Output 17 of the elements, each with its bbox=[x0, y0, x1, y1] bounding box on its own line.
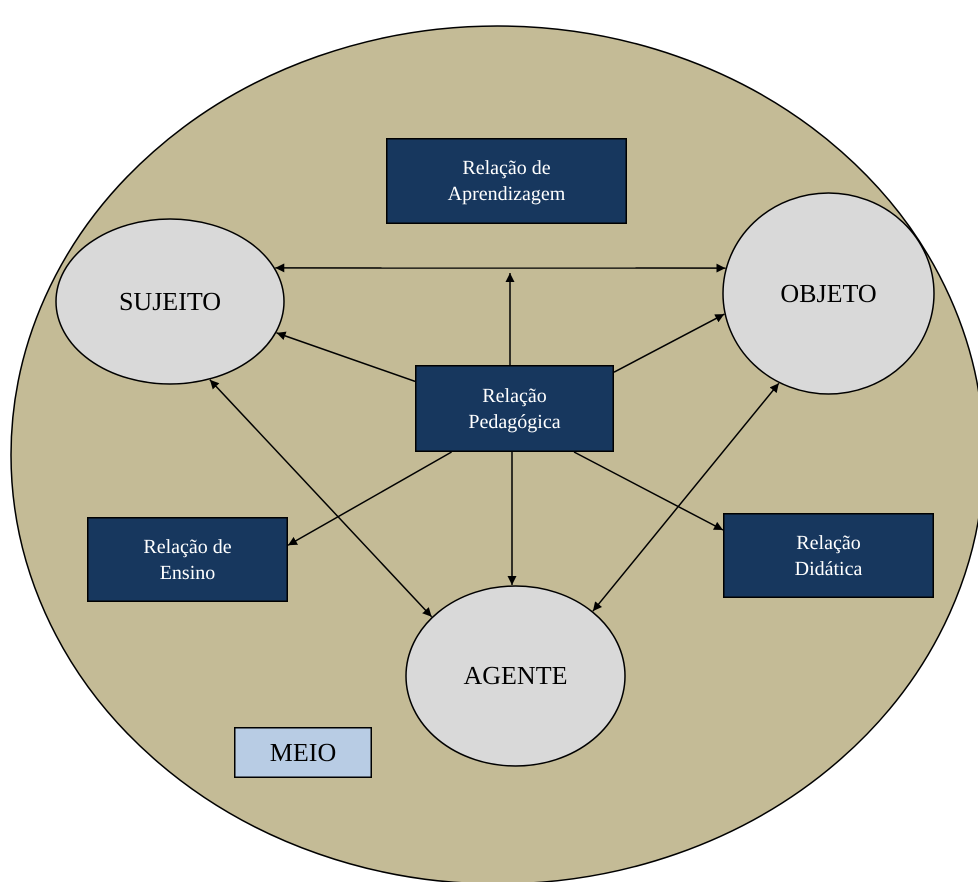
node-label: SUJEITO bbox=[118, 286, 222, 318]
relation-label: Relação de Ensino bbox=[142, 534, 233, 586]
node-label: OBJETO bbox=[780, 278, 877, 310]
relation-label: Relação de Aprendizagem bbox=[446, 156, 566, 207]
arrow bbox=[209, 379, 432, 618]
arrow bbox=[288, 451, 452, 546]
node-label: AGENTE bbox=[464, 660, 568, 692]
arrow bbox=[614, 314, 725, 373]
relation-label: MEIO bbox=[270, 736, 336, 769]
arrow bbox=[275, 263, 726, 273]
arrow bbox=[592, 382, 780, 612]
arrow bbox=[574, 451, 724, 531]
relation-label: Relação Didática bbox=[794, 530, 864, 582]
arrow bbox=[508, 452, 516, 586]
relation-label: Relação Pedagógica bbox=[467, 384, 562, 434]
arrow bbox=[276, 332, 416, 382]
arrow bbox=[506, 273, 514, 365]
